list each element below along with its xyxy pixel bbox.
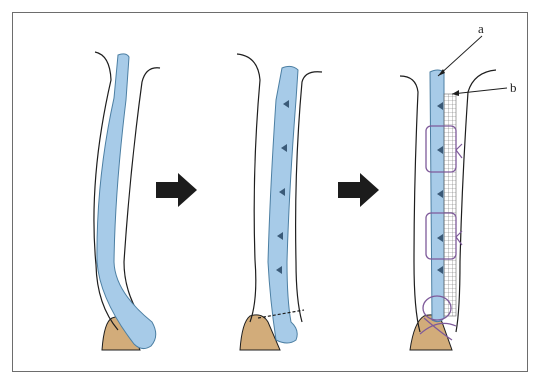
stage-2-left-wall xyxy=(237,54,260,322)
label-b: b xyxy=(510,80,517,95)
stage-2-right-wall xyxy=(296,72,322,322)
stage-3-left-wall xyxy=(400,76,420,332)
right-arrow-icon xyxy=(156,173,197,207)
stage-1-initial xyxy=(94,52,160,350)
suture-knot-upper xyxy=(456,144,462,158)
leader-a xyxy=(438,36,482,76)
stage-1-tube xyxy=(97,54,156,349)
stage-1-right-wall xyxy=(124,68,160,332)
stage-3-right-wall xyxy=(456,70,496,332)
stage-2-tube xyxy=(268,66,298,343)
label-a: a xyxy=(478,21,484,36)
stage-3-repaired: a b xyxy=(400,21,517,350)
stage-3-tissue xyxy=(410,315,452,350)
leader-b xyxy=(452,88,507,94)
right-arrow-icon xyxy=(338,173,379,207)
stage-2-trimmed xyxy=(237,54,322,350)
